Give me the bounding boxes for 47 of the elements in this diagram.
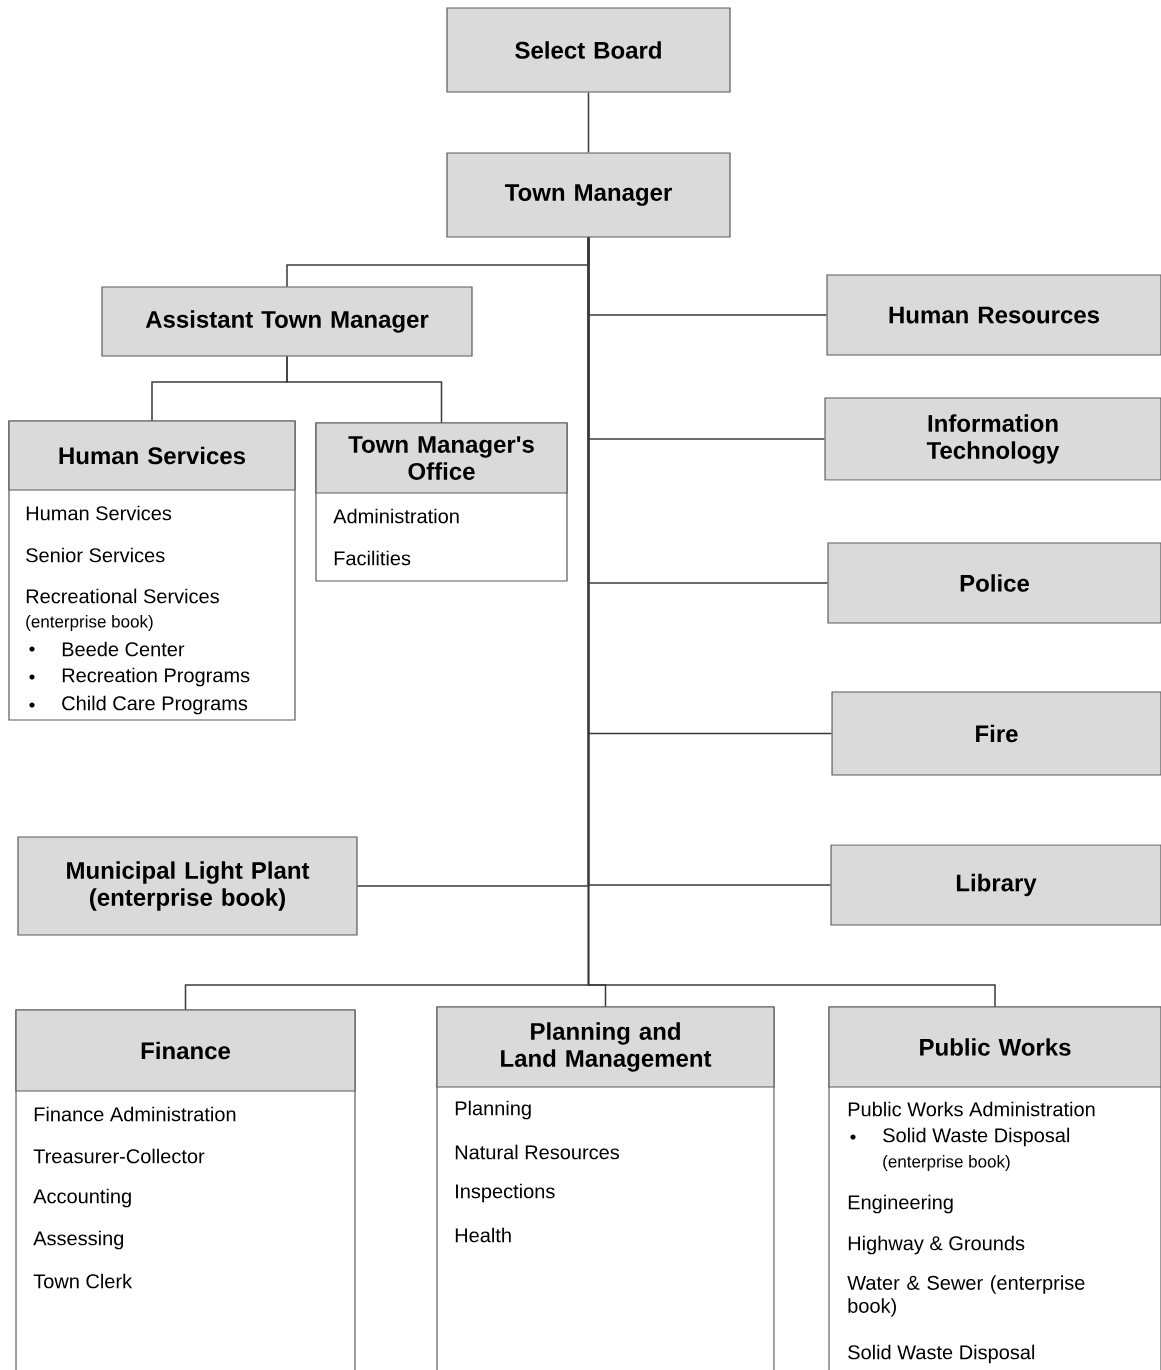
department-box: [15, 1009, 356, 1370]
list-item: Water & Sewer (enterprise book): [847, 1275, 1085, 1317]
connector-line: [587, 236, 996, 1008]
list-item: Inspections: [456, 1183, 555, 1203]
list-item: Recreational Services: [26, 588, 219, 604]
list-item: Public Works Administration: [848, 1101, 1095, 1117]
list-item: Senior Services: [26, 547, 165, 563]
department-box: Information Technology: [824, 397, 1161, 481]
department-box: Municipal Light Plant (enterprise book): [17, 836, 358, 936]
department-box: Town Manager: [446, 152, 731, 238]
list-item: Town Clerk: [33, 1273, 133, 1289]
list-item: (enterprise book): [883, 1155, 1010, 1171]
list-item: Finance Administration: [34, 1106, 236, 1122]
list-item: Solid Waste Disposal: [848, 1344, 1035, 1364]
bullet-item: Beede Center: [29, 641, 185, 657]
connector-line: [286, 355, 443, 424]
department-box: [8, 420, 296, 721]
department-box: Police: [827, 542, 1161, 624]
list-item: Natural Resources: [455, 1144, 620, 1160]
list-item: Accounting: [33, 1188, 131, 1208]
bullet-item: Recreation Programs: [29, 667, 250, 687]
bullet-item: Child Care Programs: [29, 695, 248, 715]
heading-text: Finance: [141, 1041, 231, 1060]
list-item: Facilities: [334, 550, 411, 566]
heading-text: Planning and Land Management: [501, 1022, 712, 1072]
list-item: Human Services: [26, 505, 172, 521]
list-item: Health: [455, 1227, 511, 1243]
heading-text: Human Services: [59, 446, 246, 465]
list-item: Highway & Grounds: [848, 1235, 1025, 1255]
department-box: [828, 1006, 1161, 1370]
connector-line: [587, 91, 590, 154]
department-box: Select Board: [446, 7, 731, 93]
list-item: Assessing: [33, 1230, 124, 1250]
bullet-item: Solid Waste Disposal: [850, 1127, 1070, 1147]
list-item: Treasurer-Collector: [33, 1148, 205, 1164]
heading-text: Town Manager's Office: [348, 436, 534, 480]
list-item: (enterprise book): [26, 615, 153, 631]
department-box: [315, 422, 568, 582]
department-box: Fire: [831, 691, 1161, 776]
list-item: Administration: [333, 508, 459, 524]
list-item: Planning: [455, 1100, 531, 1120]
heading-text: Public Works: [920, 1038, 1071, 1056]
department-box: Human Resources: [826, 274, 1161, 356]
department-box: Assistant Town Manager: [101, 286, 473, 357]
list-item: Engineering: [848, 1194, 953, 1214]
department-box: Library: [830, 844, 1161, 926]
department-box: [436, 1006, 775, 1370]
